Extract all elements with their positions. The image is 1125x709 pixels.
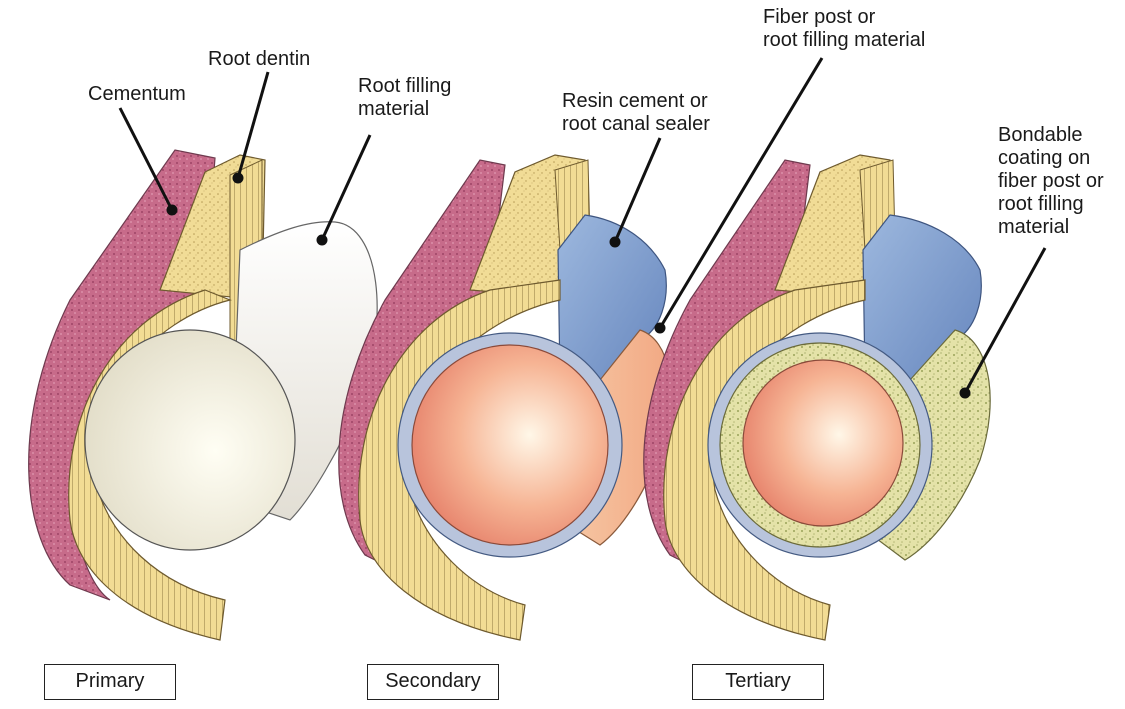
label-resin-line1: Resin cement or (562, 90, 710, 113)
label-fiber-line1: Fiber post or (763, 6, 925, 29)
label-bondable-coating: Bondable coating on fiber post or root f… (998, 124, 1104, 239)
primary-box: Primary (44, 664, 176, 700)
label-resin-cement: Resin cement or root canal sealer (562, 90, 710, 136)
label-coating-line4: root filling (998, 193, 1104, 216)
filling-face (85, 330, 295, 550)
label-root-dentin: Root dentin (208, 48, 310, 71)
post-face (743, 360, 903, 526)
label-fiber-line2: root filling material (763, 29, 925, 52)
label-root-filling-line2: material (358, 98, 451, 121)
tertiary-monoblock (644, 155, 990, 640)
label-root-filling-line1: Root filling (358, 75, 451, 98)
post-face (412, 345, 608, 545)
label-coating-line1: Bondable (998, 124, 1104, 147)
label-coating-line5: material (998, 216, 1104, 239)
label-coating-line3: fiber post or (998, 170, 1104, 193)
leader-resin (615, 138, 660, 242)
primary-monoblock (29, 150, 377, 640)
leader-root-filling (322, 135, 370, 240)
label-resin-line2: root canal sealer (562, 113, 710, 136)
label-coating-line2: coating on (998, 147, 1104, 170)
tertiary-box: Tertiary (692, 664, 824, 700)
label-fiber-post: Fiber post or root filling material (763, 6, 925, 52)
secondary-box: Secondary (367, 664, 499, 700)
label-cementum: Cementum (88, 83, 186, 106)
label-root-filling: Root filling material (358, 75, 451, 121)
